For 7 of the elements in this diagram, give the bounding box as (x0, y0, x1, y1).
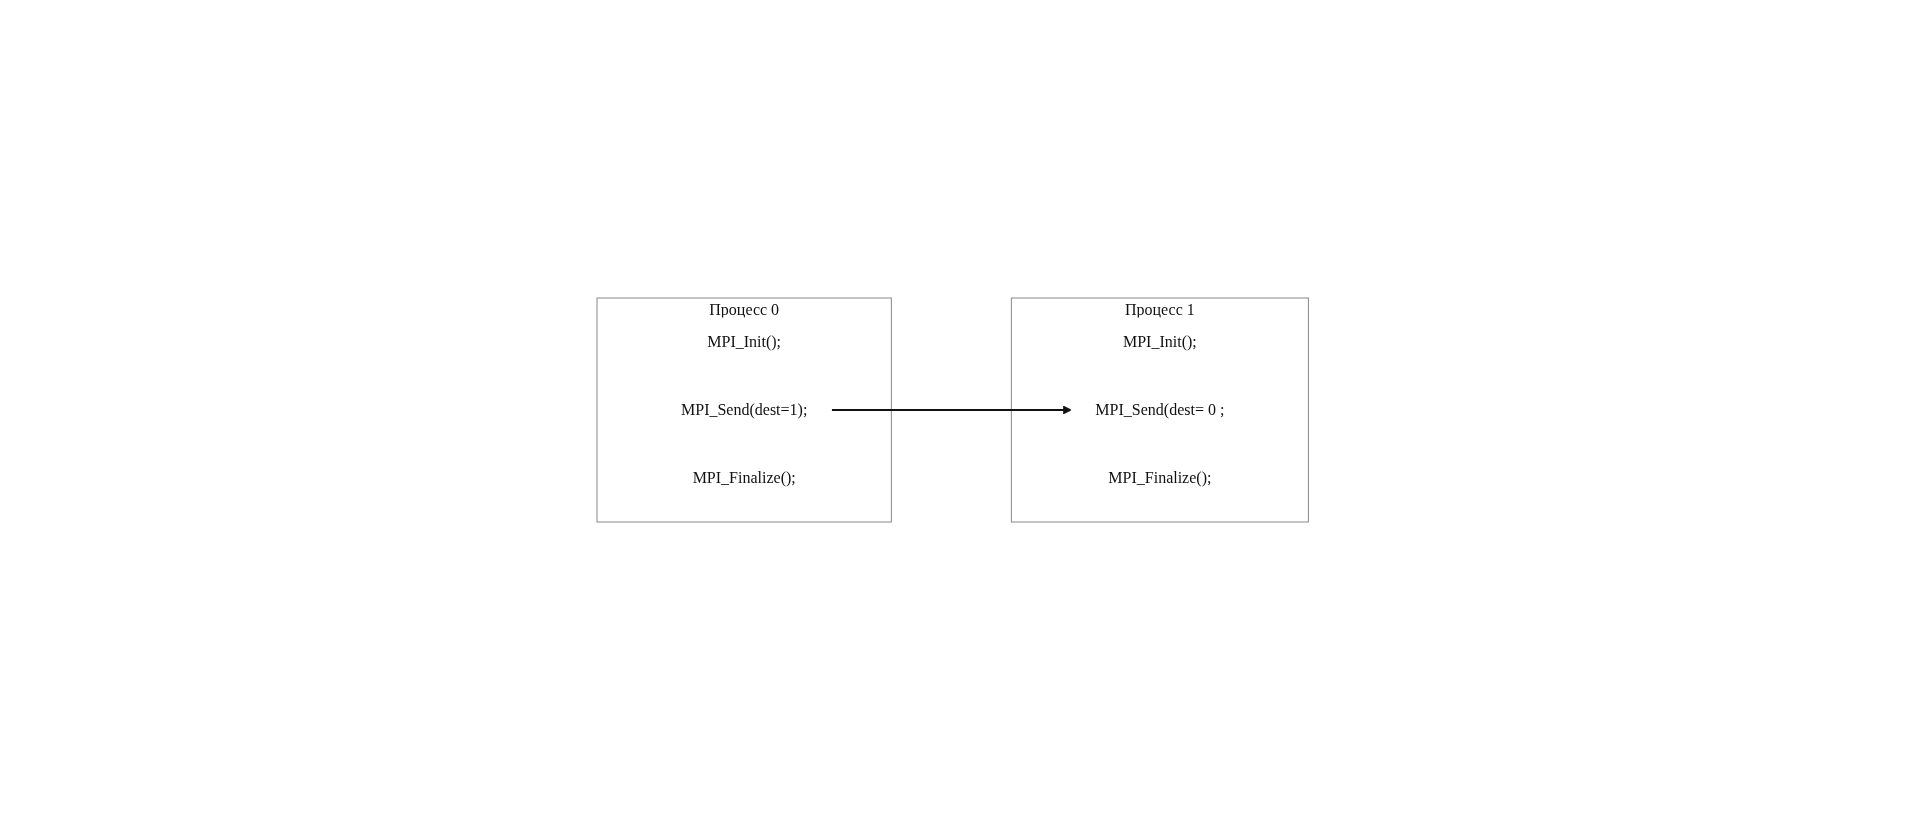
node-text: MPI_Init(); (707, 333, 781, 350)
node-text: MPI_Send(dest= 0 ; (1095, 401, 1225, 418)
node-text: MPI_Init(); (1122, 333, 1197, 350)
node-text: MPI_Send(dest=1); (680, 401, 808, 418)
node-text: MPI_Finalize(); (692, 469, 796, 486)
arrow (830, 405, 1072, 415)
node-text: MPI_Finalize(); (1108, 469, 1212, 486)
